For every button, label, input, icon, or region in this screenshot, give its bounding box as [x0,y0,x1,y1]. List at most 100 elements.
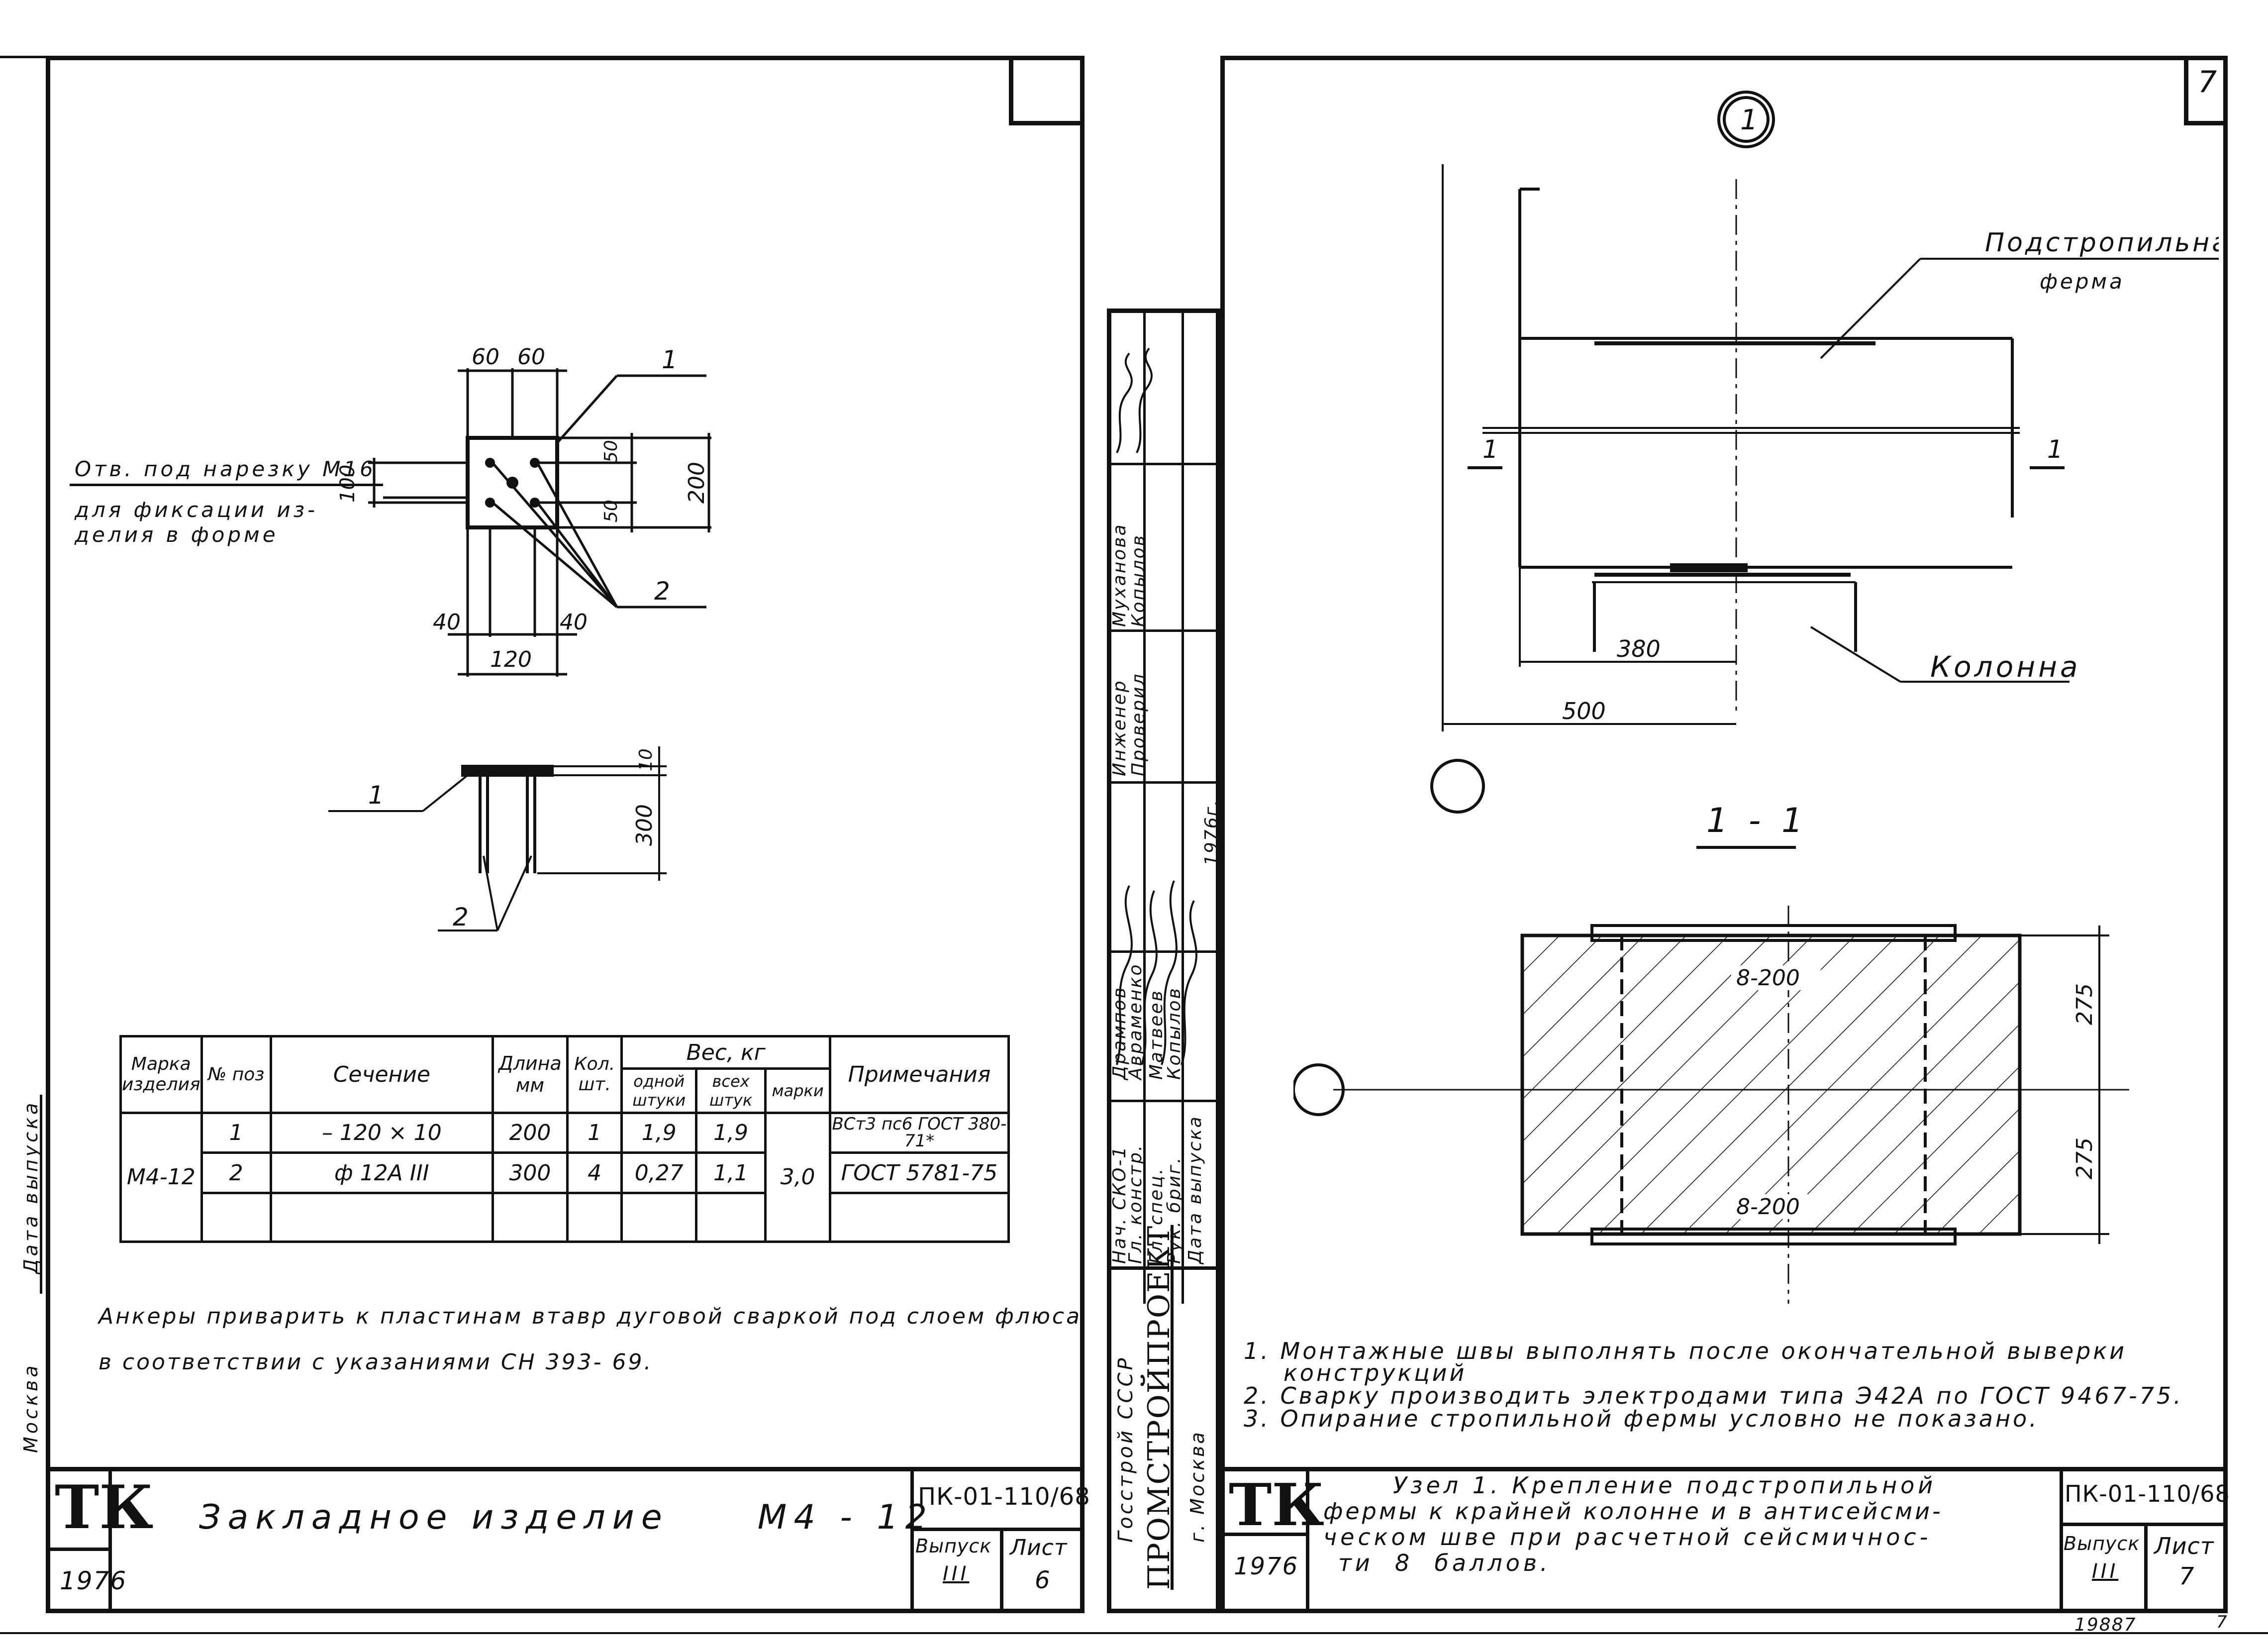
cell-section: ф 12А III [269,1151,494,1194]
dim-50a: 50 [601,440,621,463]
dim-200: 200 [684,462,709,504]
dim-40b: 40 [560,610,588,635]
rtb-v2 [2060,1467,2063,1613]
cell-pos: 1 [200,1111,272,1154]
tb-v2 [910,1467,914,1613]
right-sheet-frame [1220,56,2228,1613]
tb-code: ПК-01-110/68 [918,1483,1090,1511]
stamp-h-bottom [1107,1266,1220,1270]
rtb-top-line [1220,1467,2228,1471]
stamp-role2-2: Проверил [1128,672,1149,776]
dim-50b: 50 [601,500,621,522]
tb-issue: III [943,1562,970,1585]
cell-note: ГОСТ 5781-75 [828,1151,1010,1194]
rtb-sheet: 7 [2179,1562,2197,1590]
th-w-all: всех штук [694,1067,767,1114]
margin-line [40,1095,42,1294]
left-sheet-frame [46,56,1085,1613]
stamp-h4 [1107,950,1220,953]
hole-note-1: Отв. под нарезку М16 [75,457,376,481]
th-w-mark: марки [764,1067,831,1114]
plate-plan-drawing: 60 60 1 50 50 200 100 2 40 40 120 [336,344,711,677]
node-number: 1 [1740,104,1758,136]
margin-issue-date: Дата выпуска [20,1100,42,1274]
cell-qty: 4 [566,1151,623,1194]
stamp-h2 [1107,629,1220,632]
node-elevation-drawing: 1 Подстропильная ферма Колонна 1 1 380 5… [1430,91,2219,814]
tb-sheet: 6 [1035,1566,1053,1594]
section-title-underline [1696,846,1796,849]
stamp-v2 [1182,309,1184,1304]
right-page-box [2184,56,2228,125]
table-row: М4-12 1 – 120 × 10 200 1 1,9 1,9 3,0 ВСт… [119,1111,1010,1243]
section-title: 1 - 1 [1706,801,1808,840]
stamp-v1 [1143,309,1146,1304]
rtb-year: 1976 [1234,1552,1299,1580]
note-1b: конструкций [1283,1359,1467,1386]
th-notes: Примечания [828,1035,1010,1114]
tb-h1 [46,1548,110,1551]
dim-100: 100 [336,465,359,503]
rtb-h1 [1220,1533,1307,1536]
tb-issue-label: Выпуск [915,1535,992,1557]
rtb-sheet-label: Лист [2154,1533,2214,1559]
stamp-org3: г. Москва [1186,1430,1208,1543]
cell-w-all: 1,9 [694,1111,767,1154]
stamp-year: 1976г. [1201,799,1222,866]
anchor-note-1: Анкеры приварить к пластинам втавр дугов… [99,1304,1082,1329]
th-length: Длина мм [492,1035,569,1114]
stamp-role-5: Дата выпуска [1185,1115,1205,1264]
plate-side-drawing: 10 300 1 2 [328,746,667,931]
cell-qty: 1 [566,1111,623,1154]
dim-380: 380 [1617,635,1661,662]
rtb-h2 [2060,1523,2228,1526]
dim-500: 500 [1562,698,1606,724]
stamp-role-2: Гл. констр. [1125,1143,1146,1264]
note-3: 3. Опирание стропильной фермы условно не… [1244,1405,2039,1432]
cell-w-one: 0,27 [620,1151,697,1194]
tb-top-line [46,1467,1085,1471]
label-column: Колонна [1930,650,2081,684]
cell-length: 300 [492,1151,569,1194]
rtb-title-1: Узел 1. Крепление подстропильной [1393,1472,1937,1499]
bottom-rule [0,1632,2268,1634]
tb-h2 [910,1528,1085,1531]
stamp-frame [1107,309,1220,1613]
th-mark: Марка изделия [119,1035,203,1114]
dim-10: 10 [636,748,656,771]
stamp-role-4: Рук. бриг. [1164,1156,1184,1264]
stamp-h1 [1107,463,1220,465]
section-1-1-drawing: 8-200 8-200 275 275 [1293,906,2129,1304]
th-weight: Вес, кг [620,1034,831,1070]
rtb-logo: ТК [1229,1471,1324,1539]
dim-120: 120 [490,647,532,672]
tb-logo: ТК [55,1472,154,1543]
section-mark-right: 1 [2047,435,2063,464]
tb-sheet-label: Лист [1010,1535,1068,1560]
stamp-h5 [1107,1100,1220,1102]
rtb-code: ПК-01-110/68 [2065,1480,2230,1507]
side-pos2: 2 [453,903,469,931]
cell-w-one: 1,9 [620,1111,697,1154]
pos1-label: 1 [662,345,678,374]
top-rule [0,56,46,58]
cell-mark-weight: 3,0 [764,1111,831,1243]
label-truss-1: Подстропильная [1985,228,2219,258]
dim-60b: 60 [517,344,545,370]
table-row-empty [121,1191,1010,1243]
stamp-role2-1: Инженер [1109,679,1130,776]
stamp-signatures-top [1116,347,1153,453]
cell-pos: 2 [200,1151,272,1194]
cell-section: – 120 × 10 [269,1111,494,1154]
stamp-h3 [1107,781,1220,784]
stamp-name2-1: Муханова [1109,523,1130,627]
th-w-one: одной штуки [620,1067,697,1114]
weld-bottom: 8-200 [1736,1194,1800,1220]
cell-note: ВСт3 пс6 ГОСТ 380-71* [828,1111,1010,1154]
th-qty: Кол. шт. [566,1035,623,1114]
dim-275b: 275 [2072,1137,2097,1179]
stamp-org2: ПРОМСТРОЙПРОЕКТ [1142,1225,1177,1590]
anchor-note-2: в соответствии с указаниями СН 393- 69. [99,1349,653,1375]
section-mark-left: 1 [1482,435,1498,464]
rtb-v3 [2144,1523,2148,1613]
